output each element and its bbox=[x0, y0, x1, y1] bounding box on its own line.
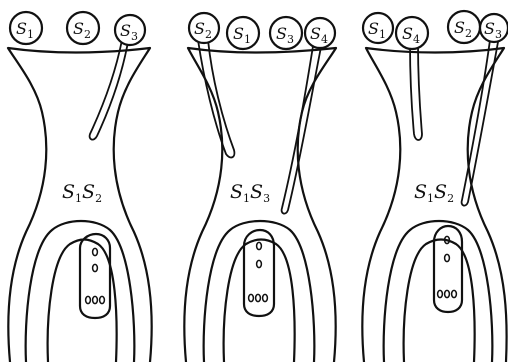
pistil-1-genotype-label: S1S2 bbox=[62, 181, 102, 205]
pistil-2-nuclei bbox=[249, 242, 268, 301]
pistil-1-outline bbox=[8, 48, 152, 362]
pistil-3-pollen-grain-2: S4 bbox=[396, 17, 428, 49]
pistil-3-genotype-label: S1S2 bbox=[414, 181, 454, 205]
pistil-3-ovary-layer-2 bbox=[404, 240, 475, 362]
pistil-3: S1 S4 S2 S3 S1S2 bbox=[362, 11, 508, 362]
pistil-1-pollen-tube bbox=[90, 40, 128, 140]
pistil-1-embryo-sac bbox=[80, 234, 110, 318]
pistil-1: S1 S2 S3 S1S2 bbox=[8, 12, 152, 362]
pistil-3-pollen-grain-4: S3 bbox=[480, 14, 508, 42]
pistil-2-pollen-grain-4: S4 bbox=[305, 18, 335, 48]
pistil-1-pollen-grain-2: S2 bbox=[67, 12, 99, 44]
pistil-3-pollen-grain-3: S2 bbox=[448, 11, 480, 43]
pistil-2-pollen-grain-1: S2 bbox=[189, 13, 219, 43]
pistil-1-pollen-grain-1: S1 bbox=[10, 12, 42, 44]
pistil-2-pollen-grain-2: S1 bbox=[227, 17, 259, 49]
pistil-3-nuclei bbox=[438, 236, 457, 297]
pistil-1-ovary-layer-2 bbox=[48, 240, 117, 362]
pistil-1-pollen-grain-3: S3 bbox=[115, 15, 145, 45]
pistil-2-genotype-label: S1S3 bbox=[230, 181, 270, 205]
pistil-3-pollen-grain-1: S1 bbox=[363, 13, 393, 43]
pistil-2-pollen-tube-left bbox=[198, 40, 234, 157]
pistil-3-pollen-tube-left bbox=[410, 44, 422, 140]
pistil-2-pollen-grain-3: S3 bbox=[270, 17, 302, 49]
pistil-2: S2 S1 S3 S4 S1S3 bbox=[184, 13, 336, 362]
pistil-1-nuclei bbox=[86, 248, 105, 303]
